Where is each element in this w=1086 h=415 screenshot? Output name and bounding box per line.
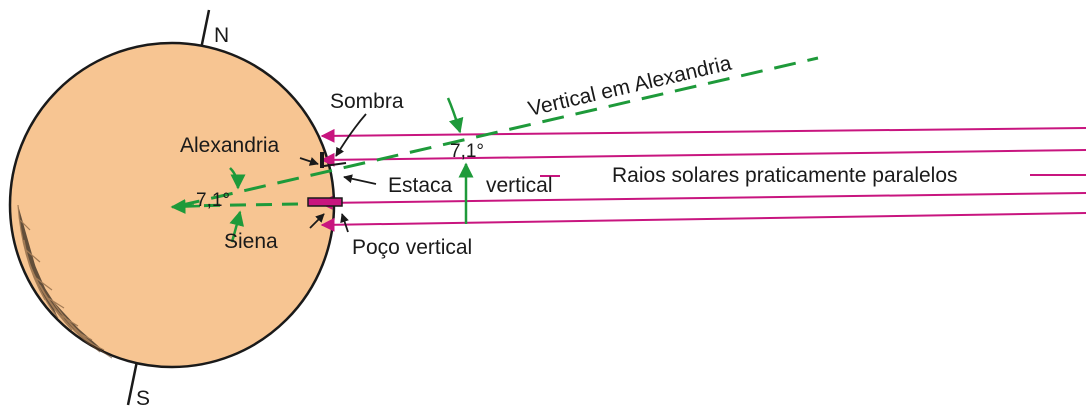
siena-label: Siena xyxy=(224,230,278,253)
south-label: S xyxy=(136,387,150,410)
poco-well xyxy=(307,197,343,207)
sun-ray xyxy=(320,127,1086,143)
sombra-pointer xyxy=(335,113,367,157)
vertical-alexandria-label: Vertical em Alexandria xyxy=(526,52,734,121)
alexandria-label: Alexandria xyxy=(180,134,280,157)
vertical-alexandria-line xyxy=(177,56,819,208)
angle-arrow-upper xyxy=(229,167,246,190)
raios-label: Raios solares praticamente paralelos xyxy=(612,164,958,187)
estaca-pointer xyxy=(343,174,377,185)
sun-ray xyxy=(320,212,1086,232)
estaca-label: Estaca xyxy=(388,174,453,197)
estaca-stake xyxy=(320,152,347,168)
siena-pointer xyxy=(309,213,325,229)
angle-right-label: 7,1° xyxy=(450,141,484,162)
sun-ray xyxy=(320,149,1086,167)
vertical-siena-line xyxy=(177,202,301,208)
alexandria-pointer xyxy=(299,157,319,166)
north-label: N xyxy=(214,24,229,47)
angle-arrow-lower xyxy=(229,210,245,243)
sun-ray xyxy=(318,192,1086,210)
poco-pointer xyxy=(340,213,349,233)
sun-rays xyxy=(318,127,1086,232)
center-arrow xyxy=(170,199,201,215)
earth-shading xyxy=(17,204,113,359)
poco-label: Poço vertical xyxy=(352,236,472,259)
vertical-word-label: vertical xyxy=(486,174,553,197)
angle-arrow-right-top xyxy=(446,97,464,134)
angle-left-label: 7,1° xyxy=(196,190,230,211)
sombra-label: Sombra xyxy=(330,90,404,113)
